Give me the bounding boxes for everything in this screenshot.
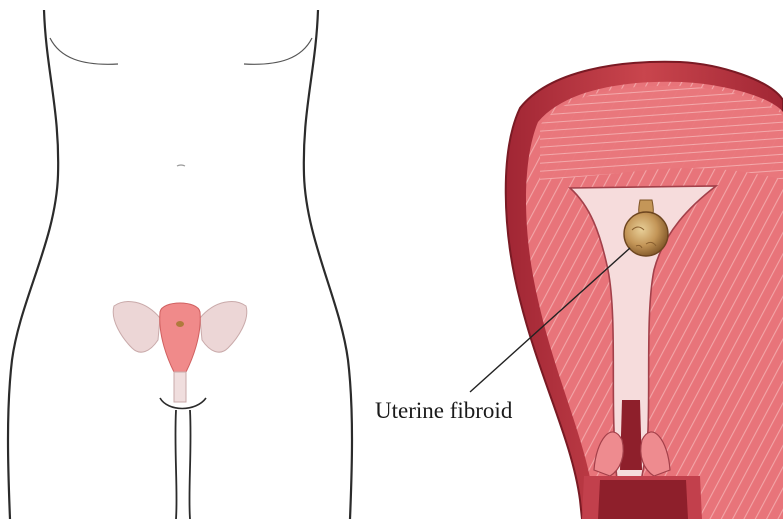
right-fallopian-tube <box>200 302 247 353</box>
small-fibroid <box>176 321 184 327</box>
uterine-fibroid <box>624 212 668 256</box>
torso-right-outline <box>304 10 352 519</box>
left-fallopian-tube <box>113 302 160 353</box>
torso-left-outline <box>8 10 58 519</box>
right-breast-curve <box>244 38 312 64</box>
vaginal-lining <box>598 480 688 519</box>
small-uterus-illustration <box>113 302 247 402</box>
fibroid-label: Uterine fibroid <box>375 398 513 423</box>
cervical-canal <box>620 400 642 470</box>
left-breast-curve <box>50 38 118 64</box>
torso-figure <box>8 10 352 519</box>
uterus-cross-section <box>506 62 783 519</box>
small-vagina <box>174 372 186 402</box>
navel <box>177 165 185 166</box>
leg-right <box>189 410 190 519</box>
leg-left <box>175 410 176 519</box>
small-uterus <box>160 303 201 372</box>
